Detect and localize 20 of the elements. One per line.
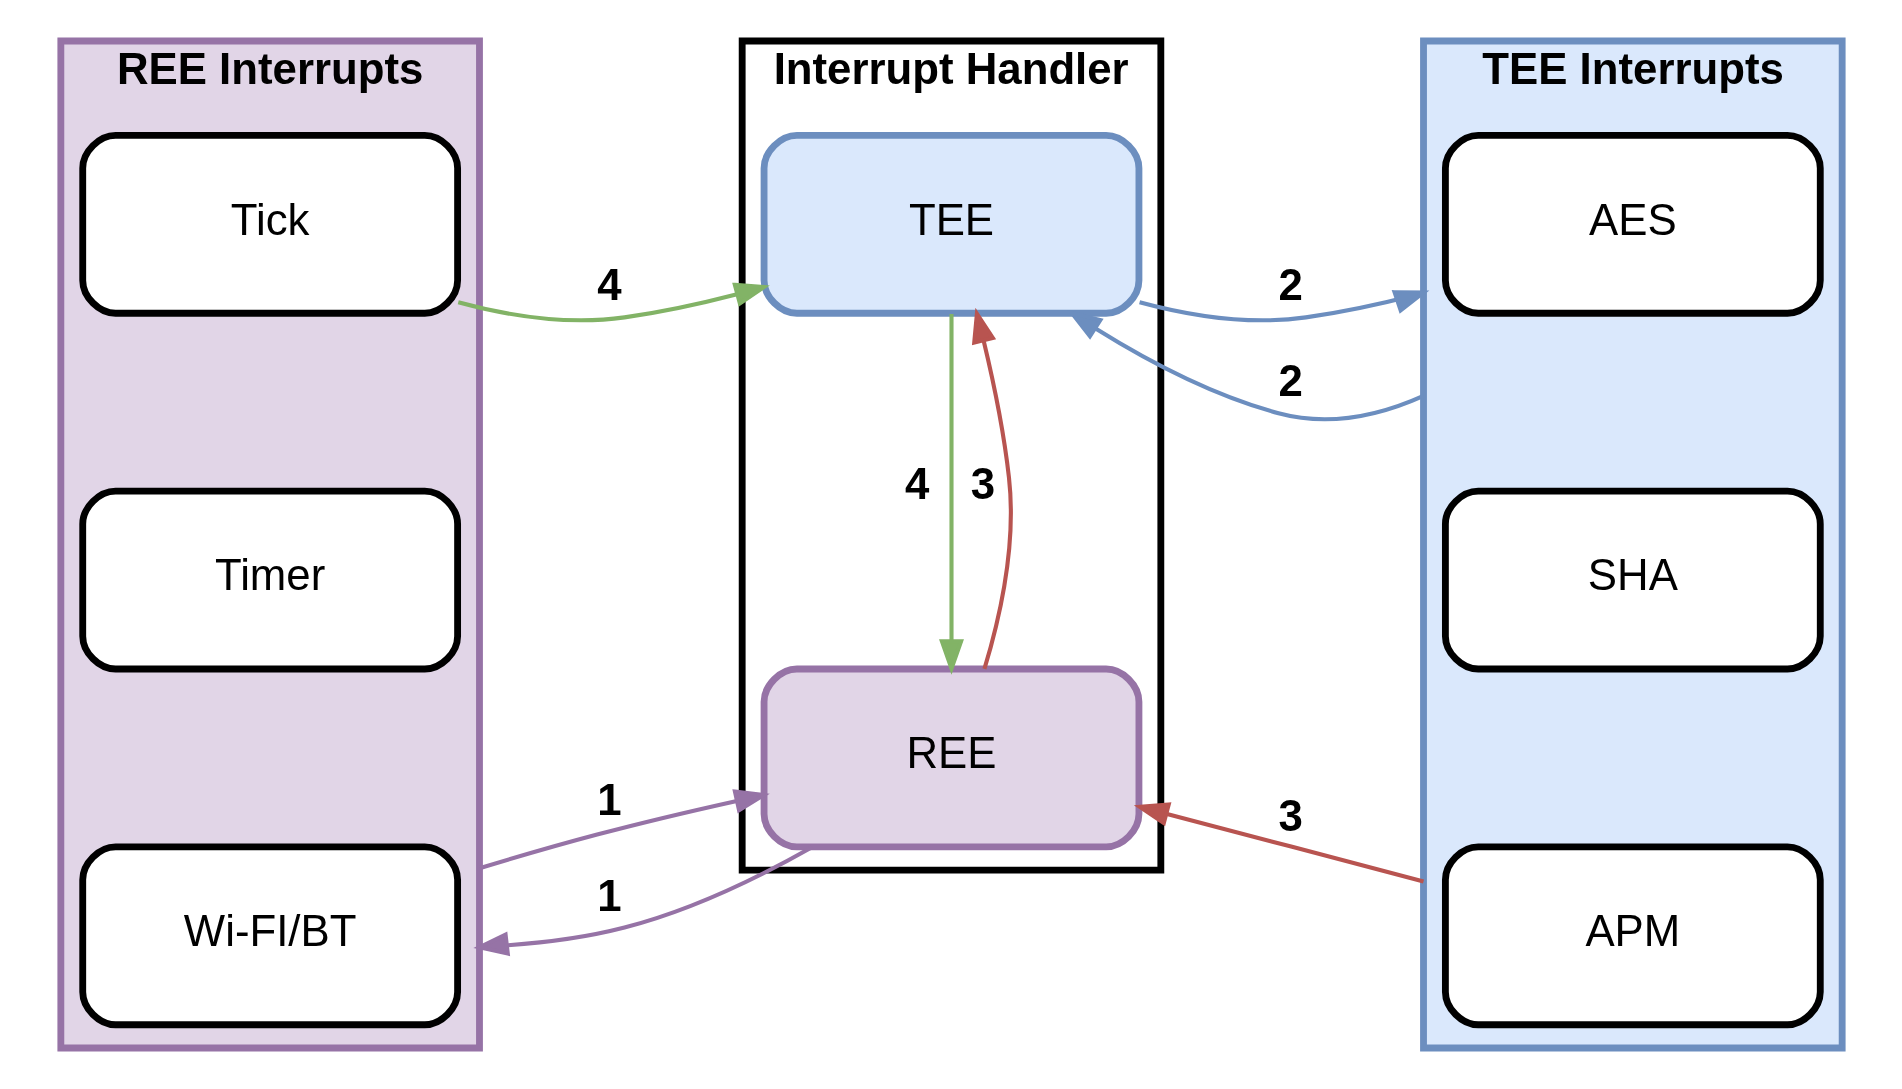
arrow (971, 307, 1013, 670)
arrow (1133, 802, 1424, 884)
node-box: Tick (78, 132, 461, 317)
edge-label: 3 (1277, 791, 1303, 841)
edge-label: 1 (596, 774, 621, 824)
arrow (938, 313, 964, 675)
edge-label: 3 (970, 458, 995, 508)
edge-label: 2 (1277, 356, 1303, 406)
node-box: AES (1441, 132, 1824, 317)
arrow (457, 282, 770, 323)
edge-label: 4 (596, 260, 621, 310)
node-box: TEE (760, 132, 1142, 317)
node-box: Timer (78, 487, 461, 673)
edge-label: 1 (596, 870, 621, 920)
node-box: Wi-FI/BT (78, 843, 461, 1029)
edge-label: 2 (1277, 260, 1303, 310)
node-box: REE (760, 665, 1142, 851)
node-box: APM (1441, 843, 1824, 1029)
node-box: SHA (1441, 487, 1824, 673)
edge-label: 4 (904, 458, 929, 508)
